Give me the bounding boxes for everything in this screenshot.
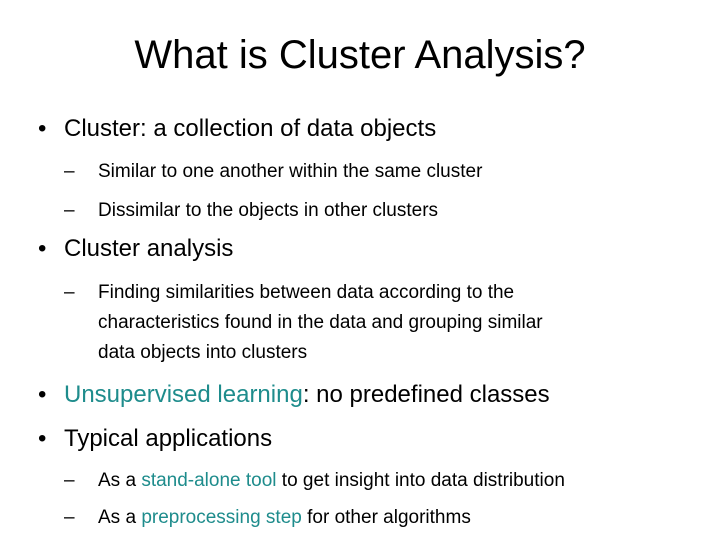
dash-icon: – <box>64 161 75 182</box>
bullet-icon: • <box>38 115 47 142</box>
dash-icon: – <box>64 507 75 528</box>
slide-title: What is Cluster Analysis? <box>134 33 586 77</box>
highlight-term: Unsupervised learning <box>64 381 303 408</box>
dash-icon: – <box>64 470 75 491</box>
dash-icon: – <box>64 282 75 303</box>
dash-icon: – <box>64 200 75 221</box>
bullet-icon: • <box>38 381 47 408</box>
bullet-icon: • <box>38 235 47 262</box>
bullet-icon: • <box>38 425 47 452</box>
highlight-term: preprocessing step <box>141 507 302 528</box>
highlight-term: stand-alone tool <box>141 470 277 491</box>
